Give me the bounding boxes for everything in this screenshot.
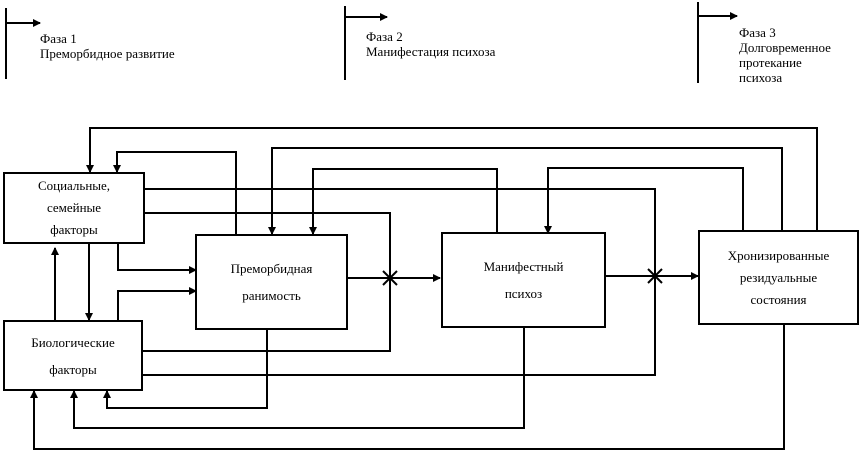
social-box-line1: Социальные, bbox=[37, 178, 111, 193]
premorbid-box-line2: ранимость bbox=[242, 288, 301, 303]
loop-premorbid-to-bio bbox=[103, 330, 268, 409]
chronic-box-line3: состояния bbox=[750, 291, 807, 307]
manifest-box-line1: Манифестный bbox=[483, 259, 564, 274]
loop-chronic-to-premorbid bbox=[268, 147, 783, 235]
bio-to-manifest-junction bbox=[140, 278, 391, 352]
phase1-desc: Преморбидное развитие bbox=[40, 46, 175, 61]
social-to-chronic-junction bbox=[142, 188, 656, 278]
bio-box-line1: Биологические bbox=[31, 334, 115, 350]
social-family-factors-box: Социальные, семейные факторы bbox=[3, 172, 145, 244]
bio-to-premorbid bbox=[117, 287, 197, 322]
social-box-line2: семейные bbox=[46, 200, 102, 215]
premorbid-box-line1: Преморбидная bbox=[230, 261, 313, 276]
junction-cross-1 bbox=[382, 270, 398, 286]
phase1-label: Фаза 1 Преморбидное развитие bbox=[40, 31, 175, 61]
loop-chronic-to-social bbox=[86, 127, 818, 232]
phase3-desc-line2: протекание bbox=[739, 55, 802, 70]
phase1-title: Фаза 1 bbox=[40, 31, 77, 46]
loop-chronic-to-manifest bbox=[544, 167, 744, 234]
phase2-divider bbox=[344, 6, 346, 80]
junction-cross-2 bbox=[647, 268, 663, 284]
social-box-line3: факторы bbox=[50, 222, 98, 237]
phase3-label: Фаза 3 Долговременное протекание психоза bbox=[739, 25, 831, 85]
phase3-title: Фаза 3 bbox=[739, 25, 776, 40]
bio-box-line2: факторы bbox=[49, 361, 97, 377]
phase2-desc: Манифестация психоза bbox=[366, 44, 496, 59]
loop-manifest-to-premorbid bbox=[309, 168, 498, 235]
chronic-box-line2: резидуальные bbox=[739, 269, 818, 285]
phase2-label: Фаза 2 Манифестация психоза bbox=[366, 29, 495, 59]
phase2-title: Фаза 2 bbox=[366, 29, 403, 44]
loop-premorbid-to-social bbox=[113, 151, 237, 235]
social-to-manifest-junction bbox=[142, 212, 391, 278]
loop-manifest-to-bio bbox=[70, 328, 525, 429]
chronic-residual-states-box: Хронизированные резидуальные состояния bbox=[698, 230, 859, 325]
phase3-desc-line3: психоза bbox=[739, 70, 783, 85]
manifest-box-line2: психоз bbox=[504, 286, 543, 301]
phase3-desc-line1: Долговременное bbox=[739, 40, 831, 55]
loop-chronic-to-bio bbox=[30, 325, 785, 450]
phase3-divider bbox=[697, 2, 699, 83]
chronic-box-line1: Хронизированные bbox=[727, 247, 830, 263]
manifest-psychosis-box: Манифестный психоз bbox=[441, 232, 606, 328]
phase1-divider bbox=[5, 8, 7, 79]
bio-to-chronic-junction bbox=[140, 276, 656, 376]
premorbid-vulnerability-box: Преморбидная ранимость bbox=[195, 234, 348, 330]
biological-factors-box: Биологические факторы bbox=[3, 320, 143, 391]
